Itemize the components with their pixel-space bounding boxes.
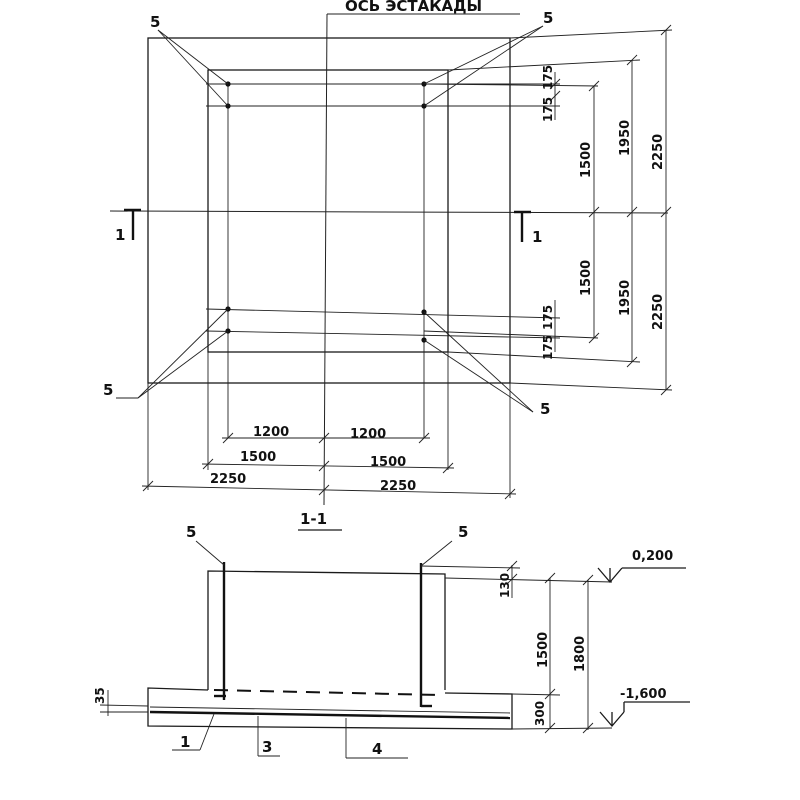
svg-text:1500: 1500 xyxy=(579,142,594,178)
svg-text:1200: 1200 xyxy=(253,425,289,440)
section-view: 1-1 5 5 xyxy=(93,510,690,759)
plan-axis-horizontal xyxy=(109,210,669,214)
svg-text:5: 5 xyxy=(458,523,468,541)
svg-text:0,200: 0,200 xyxy=(632,549,673,564)
svg-text:175: 175 xyxy=(541,97,555,122)
svg-text:1500: 1500 xyxy=(370,455,406,470)
svg-text:1950: 1950 xyxy=(618,280,633,316)
section-dims-right: 130 1500 1800 300 xyxy=(420,560,613,734)
dims-bottom: 1200 1200 1500 1500 2250 2250 xyxy=(141,352,517,500)
elevation-bottom: -1,600 xyxy=(599,687,690,727)
svg-text:1800: 1800 xyxy=(573,636,588,672)
svg-text:-1,600: -1,600 xyxy=(620,687,667,702)
svg-text:2250: 2250 xyxy=(380,479,416,494)
svg-text:1950: 1950 xyxy=(618,120,633,156)
section-dim-left: 35 xyxy=(93,687,149,716)
svg-text:1: 1 xyxy=(180,733,190,751)
elevation-top: 0,200 xyxy=(597,549,686,583)
svg-text:3: 3 xyxy=(262,738,272,756)
dims-right: 175 175 1500 1500 175 175 1950 1950 2250… xyxy=(541,24,672,396)
section-marker-left: 1 xyxy=(115,208,141,244)
svg-text:35: 35 xyxy=(93,687,107,704)
svg-text:5: 5 xyxy=(186,523,196,541)
svg-text:2250: 2250 xyxy=(651,294,666,330)
svg-text:1: 1 xyxy=(532,228,542,246)
svg-text:300: 300 xyxy=(533,701,547,726)
svg-text:4: 4 xyxy=(372,740,382,758)
svg-text:2250: 2250 xyxy=(651,134,666,170)
svg-text:1200: 1200 xyxy=(350,427,386,442)
svg-text:5: 5 xyxy=(103,381,113,399)
svg-text:5: 5 xyxy=(543,9,553,27)
svg-text:1500: 1500 xyxy=(579,260,594,296)
svg-text:1: 1 xyxy=(115,226,125,244)
section-marker-right: 1 xyxy=(514,210,542,246)
callouts-plan: 5 5 5 5 xyxy=(103,9,553,418)
slab-rebar xyxy=(149,710,511,720)
slab-rebar-dashed xyxy=(213,689,441,696)
anchor-bolt-lines xyxy=(205,29,673,438)
svg-text:175: 175 xyxy=(541,335,555,360)
section-column xyxy=(207,570,446,690)
plan-axis-vertical xyxy=(323,13,328,506)
section-slab xyxy=(147,687,513,730)
section-legend: 1 3 4 xyxy=(172,713,408,759)
svg-text:5: 5 xyxy=(150,13,160,31)
svg-text:2250: 2250 xyxy=(210,472,246,487)
svg-text:130: 130 xyxy=(498,573,512,598)
svg-text:1500: 1500 xyxy=(240,450,276,465)
plan-view: ОСЬ ЭСТАКАДЫ 1 1 xyxy=(103,0,673,506)
axis-label: ОСЬ ЭСТАКАДЫ xyxy=(345,0,482,15)
svg-text:175: 175 xyxy=(541,65,555,90)
svg-text:5: 5 xyxy=(540,400,550,418)
plan-outer-slab xyxy=(147,37,511,384)
svg-text:1500: 1500 xyxy=(536,632,551,668)
section-title: 1-1 xyxy=(300,510,327,528)
svg-text:175: 175 xyxy=(541,305,555,330)
